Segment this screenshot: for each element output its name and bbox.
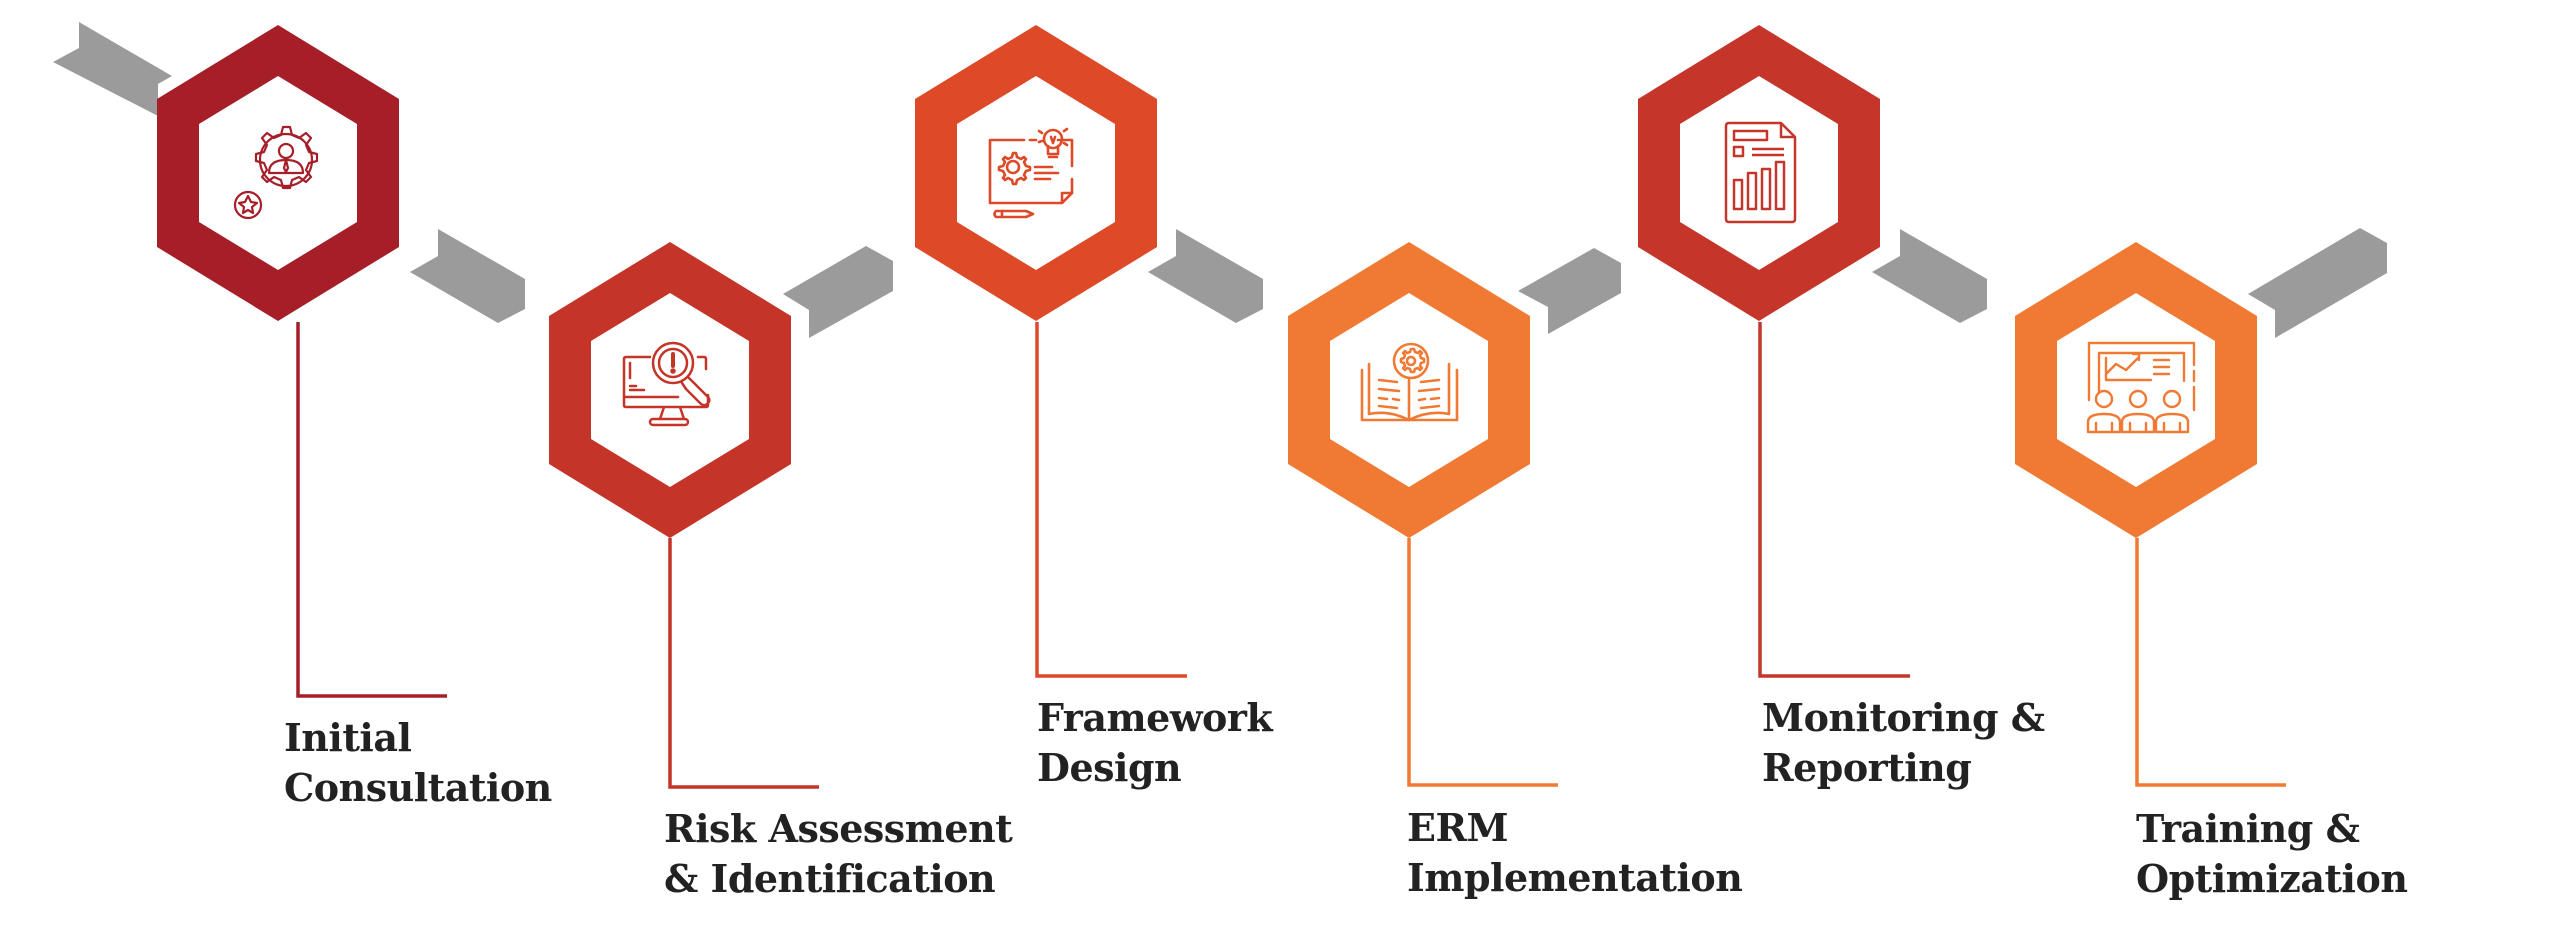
- blueprint-gear-lightbulb-icon: [988, 127, 1074, 219]
- step-1-hexagon: [157, 25, 399, 321]
- step-1-title-line1: Initial: [284, 715, 412, 760]
- book-gear-icon: [1360, 342, 1459, 422]
- step-6-title-line1: Training &: [2136, 806, 2360, 851]
- step-6-title-line2: Optimization: [2136, 856, 2408, 901]
- step-1-title-line2: Consultation: [284, 765, 552, 810]
- step-2-hexagon: [549, 242, 791, 538]
- report-bar-chart-icon: [1724, 121, 1797, 224]
- step-6-hexagon: [2015, 242, 2257, 538]
- step-2-label: Risk Assessment & Identification: [664, 804, 1013, 904]
- connector-ribbons: [53, 22, 2387, 338]
- ribbon-start: [53, 22, 172, 116]
- step-4-title-line1: ERM: [1407, 805, 1509, 850]
- step-5-title-line2: Reporting: [1762, 745, 1972, 790]
- leader-line-4: [1407, 538, 1558, 787]
- presentation-audience-icon: [2086, 341, 2196, 434]
- ribbon-5-6: [1872, 229, 1987, 323]
- step-4-hexagon: [1288, 242, 1530, 538]
- leader-line-5: [1758, 322, 1910, 678]
- step-3-title-line2: Design: [1037, 745, 1182, 790]
- step-2-title-line2: & Identification: [664, 856, 996, 901]
- ribbon-1-2: [410, 229, 525, 323]
- gear-person-star-icon: [233, 125, 319, 220]
- leader-line-3: [1035, 322, 1187, 678]
- step-3-title-line1: Framework: [1037, 695, 1273, 740]
- ribbon-end: [2248, 228, 2387, 338]
- step-3-label: Framework Design: [1037, 693, 1273, 793]
- step-4-label: ERM Implementation: [1407, 803, 1743, 903]
- step-6-label: Training & Optimization: [2136, 804, 2408, 904]
- step-1-label: Initial Consultation: [284, 713, 552, 813]
- step-2-title-line1: Risk Assessment: [664, 806, 1013, 851]
- step-4-title-line2: Implementation: [1407, 855, 1743, 900]
- leader-line-1: [296, 322, 447, 698]
- step-5-label: Monitoring & Reporting: [1762, 693, 2045, 793]
- leader-line-6: [2135, 538, 2286, 787]
- ribbon-4-5: [1518, 248, 1621, 334]
- step-5-hexagon: [1638, 25, 1880, 321]
- leader-lines: [296, 322, 2286, 789]
- ribbon-3-4: [1148, 229, 1263, 323]
- leader-line-2: [668, 538, 819, 789]
- step-3-hexagon: [915, 25, 1157, 321]
- ribbon-2-3: [783, 246, 893, 338]
- monitor-magnifier-alert-icon: [622, 341, 711, 427]
- step-5-title-line1: Monitoring &: [1762, 695, 2045, 740]
